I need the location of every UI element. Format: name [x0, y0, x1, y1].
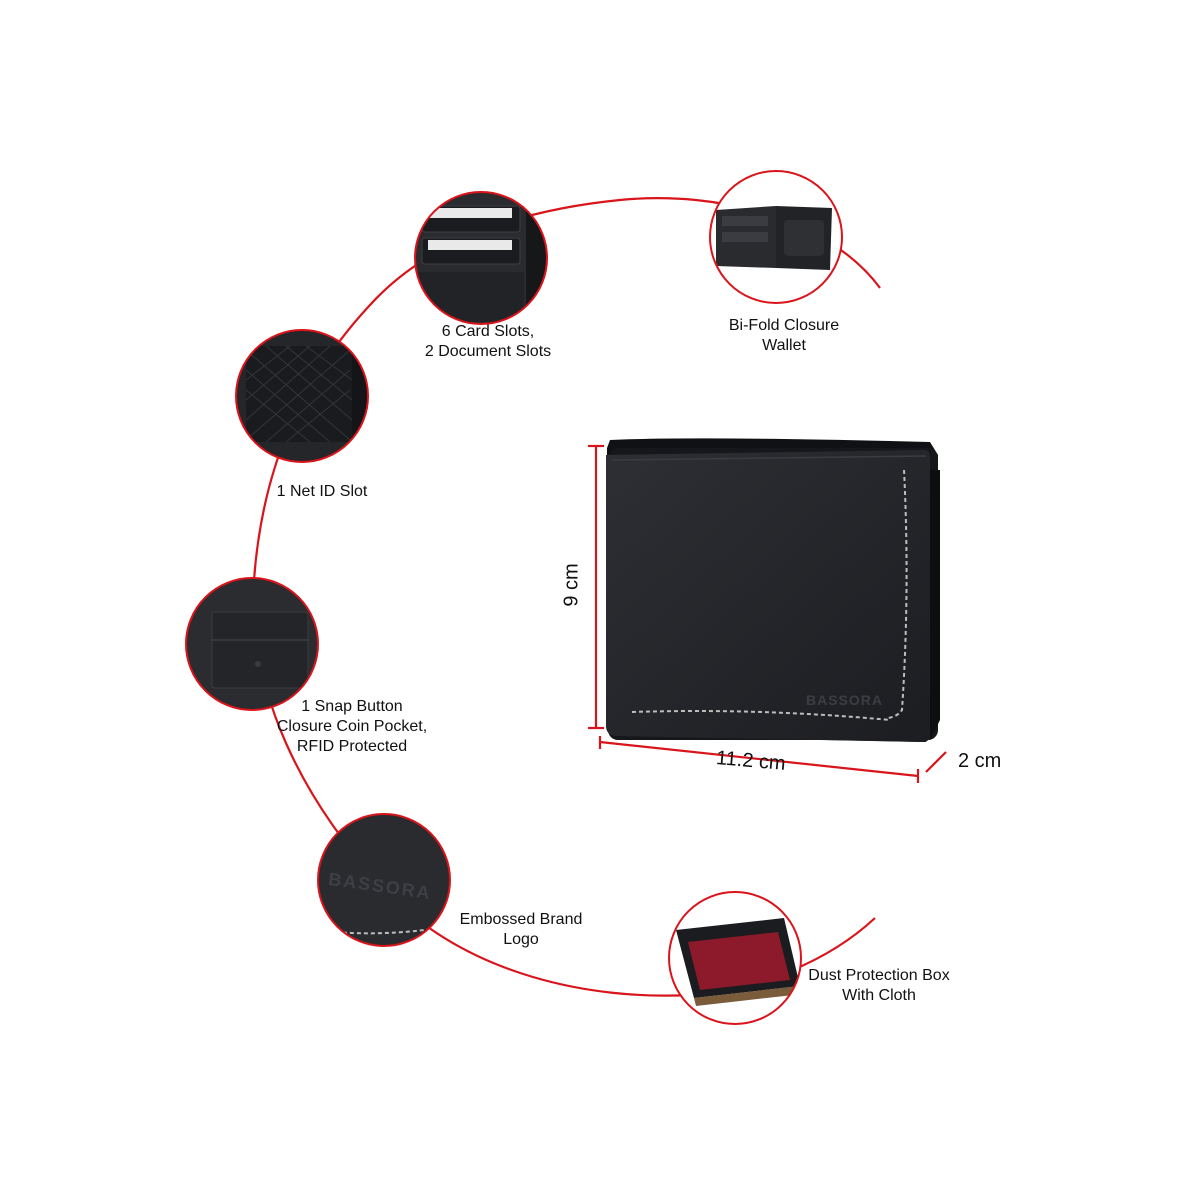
net-id-label: 1 Net ID Slot	[276, 483, 368, 500]
coin-pocket-label: 1 Snap Button Closure Coin Pocket, RFID …	[276, 698, 428, 755]
logo-label: Embossed Brand Logo	[459, 911, 583, 948]
main-wallet-image	[606, 438, 940, 742]
net-id-slot-icon	[235, 329, 369, 463]
embossed-logo-icon	[317, 813, 451, 947]
gift-box-icon	[668, 891, 802, 1025]
bifold-wallet-icon	[709, 170, 843, 304]
bifold-label: Bi-Fold Closure Wallet	[728, 317, 840, 354]
dimension-lines	[588, 444, 947, 783]
depth-dimension-label: 2 cm	[958, 750, 1002, 772]
height-dimension-label: 9 cm	[560, 563, 583, 607]
box-label: Dust Protection Box With Cloth	[808, 967, 950, 1004]
coin-pocket-icon	[185, 577, 319, 711]
main-wallet-logo: BASSORA	[806, 692, 884, 708]
card-slots-label: 6 Card Slots, 2 Document Slots	[424, 323, 552, 360]
card-slots-icon	[414, 191, 548, 325]
